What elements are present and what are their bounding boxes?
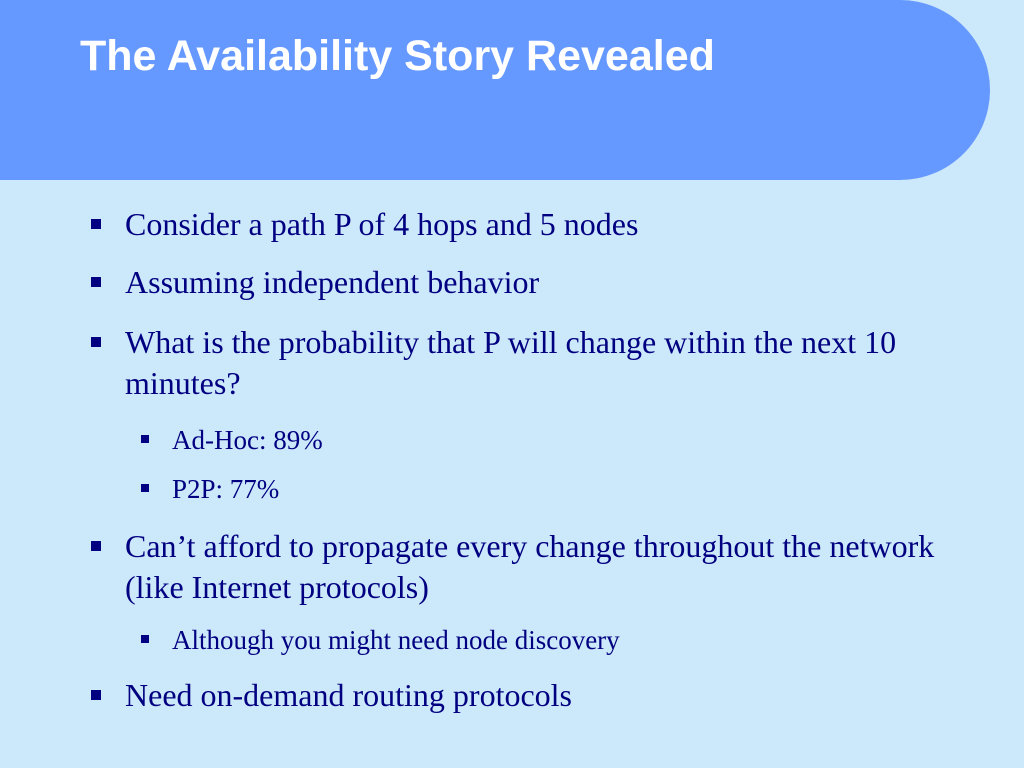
title-band <box>0 0 990 180</box>
square-bullet-icon <box>91 277 101 287</box>
bullet-item: Need on-demand routing protocols <box>91 675 955 716</box>
bullet-text: What is the probability that P will chan… <box>125 324 897 401</box>
square-bullet-icon <box>141 635 149 643</box>
square-bullet-icon <box>91 337 101 347</box>
sub-bullet-text: Ad-Hoc: 89% <box>172 425 323 455</box>
bullet-text: Need on-demand routing protocols <box>125 677 572 713</box>
square-bullet-icon <box>91 541 101 551</box>
square-bullet-icon <box>91 690 101 700</box>
bullet-text: Consider a path P of 4 hops and 5 nodes <box>125 206 639 242</box>
bullet-item: Consider a path P of 4 hops and 5 nodes <box>91 204 955 245</box>
bullet-text: Can’t afford to propagate every change t… <box>125 528 935 605</box>
bullet-item: Can’t afford to propagate every change t… <box>91 526 955 608</box>
square-bullet-icon <box>91 219 101 229</box>
bullet-item: Assuming independent behavior <box>91 262 955 303</box>
sub-bullet-item: Although you might need node discovery <box>141 623 952 657</box>
square-bullet-icon <box>141 484 149 492</box>
slide-title: The Availability Story Revealed <box>80 32 715 80</box>
sub-bullet-item: P2P: 77% <box>141 472 952 506</box>
sub-bullet-text: Although you might need node discovery <box>172 625 620 655</box>
bullet-text: Assuming independent behavior <box>125 264 540 300</box>
sub-bullet-text: P2P: 77% <box>172 474 280 504</box>
sub-bullet-item: Ad-Hoc: 89% <box>141 423 952 457</box>
bullet-item: What is the probability that P will chan… <box>91 322 955 404</box>
square-bullet-icon <box>141 435 149 443</box>
